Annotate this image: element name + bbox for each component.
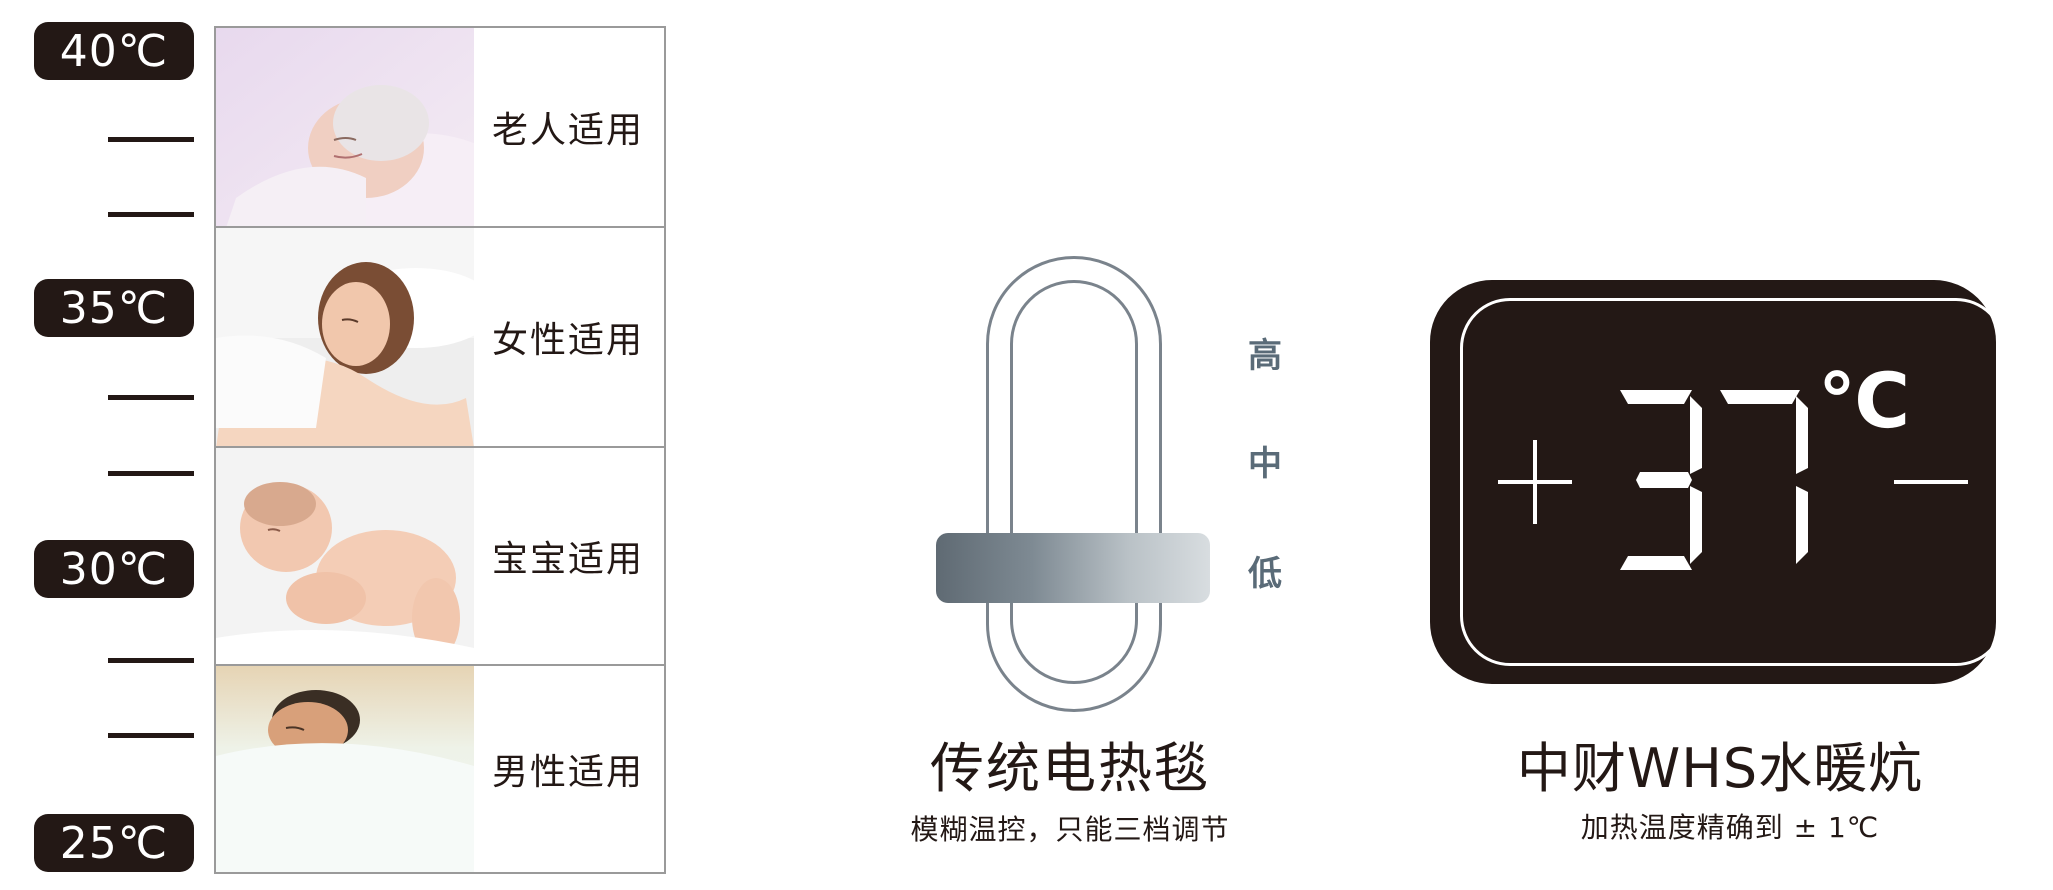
level-low: 低 <box>1248 554 1282 594</box>
elderly-woman-photo <box>216 28 474 226</box>
temp-label-40: 40℃ <box>34 22 194 80</box>
scale-tick <box>108 658 194 663</box>
level-slider-bar <box>936 533 1210 603</box>
display-inner-border <box>1460 298 2006 666</box>
plus-icon <box>1498 440 1572 524</box>
temp-label-25: 25℃ <box>34 814 194 872</box>
temp-label-30: 30℃ <box>34 540 194 598</box>
blanket-dial-outline <box>986 256 1162 712</box>
baby-photo <box>216 448 474 664</box>
scale-tick <box>108 733 194 738</box>
man-photo <box>216 666 474 872</box>
woman-photo <box>216 228 474 446</box>
audience-label: 男性适用 <box>492 752 645 793</box>
scale-tick <box>108 395 194 400</box>
audience-row-baby: 宝宝适用 <box>216 448 664 666</box>
blanket-dial-inner <box>1010 280 1138 684</box>
audience-label: 宝宝适用 <box>492 539 645 580</box>
scale-tick <box>108 212 194 217</box>
level-medium: 中 <box>1248 444 1282 484</box>
temp-label-35: 35℃ <box>34 279 194 337</box>
audience-label: 女性适用 <box>492 320 645 361</box>
audience-label: 老人适用 <box>492 110 645 151</box>
product-subtitle: 加热温度精确到 ± 1℃ <box>1580 811 1880 844</box>
minus-icon <box>1894 480 1968 484</box>
scale-tick <box>108 471 194 476</box>
traditional-title: 传统电热毯 <box>930 737 1210 800</box>
audience-row-woman: 女性适用 <box>216 228 664 448</box>
traditional-subtitle: 模糊温控，只能三档调节 <box>910 813 1230 846</box>
temperature-unit: ℃ <box>1818 356 1911 445</box>
audience-row-man: 男性适用 <box>216 666 664 872</box>
temperature-digits <box>1620 390 1808 570</box>
level-high: 高 <box>1248 336 1282 376</box>
audience-row-elderly: 老人适用 <box>216 28 664 228</box>
product-title: 中财WHS水暖炕 <box>1516 737 1924 800</box>
scale-tick <box>108 137 194 142</box>
audience-grid: 老人适用 女性适用 <box>214 26 666 874</box>
